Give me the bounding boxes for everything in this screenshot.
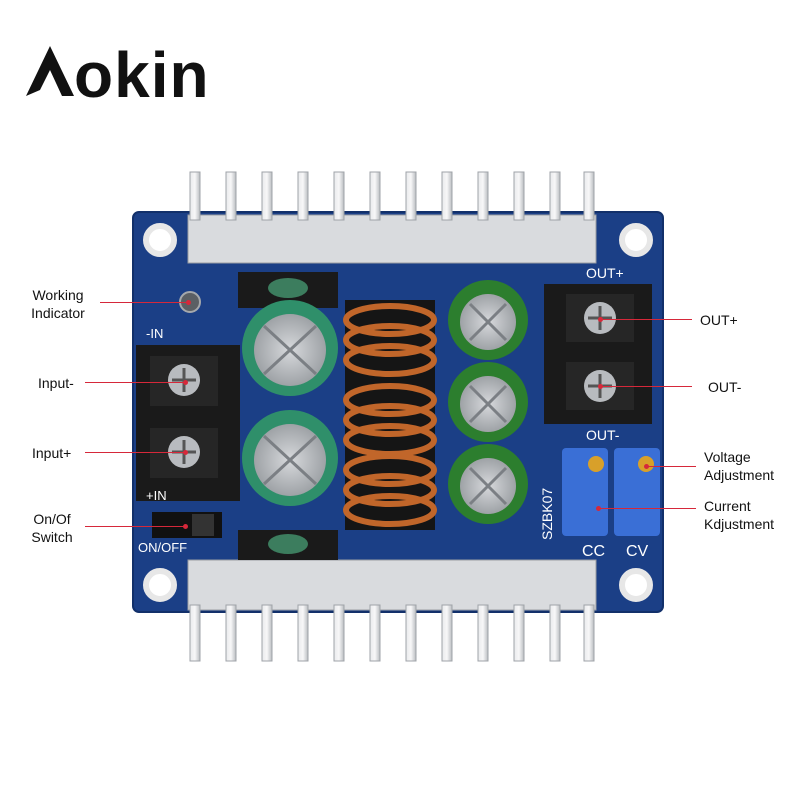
callout-line-input-plus — [85, 452, 185, 453]
callout-dot-voltage — [644, 464, 649, 469]
mount-holes — [143, 223, 653, 602]
label-out-minus: OUT- — [708, 379, 742, 395]
label-working-line1: Working — [32, 287, 84, 303]
heatsink-top — [187, 171, 597, 264]
callout-dot-input-minus — [183, 380, 188, 385]
silk-in-plus: +IN — [146, 488, 167, 503]
silk-out-plus: OUT+ — [586, 265, 624, 281]
output-terminal-block — [544, 284, 652, 424]
callout-dot-out-plus — [598, 317, 603, 322]
label-switch-line2: Switch — [31, 529, 73, 545]
heatsink-bottom — [187, 559, 597, 662]
callout-line-input-minus — [85, 382, 185, 383]
silk-out-minus: OUT- — [586, 427, 620, 443]
callout-line-out-minus — [600, 386, 692, 387]
label-current-adjustment: Current Kdjustment — [704, 497, 774, 533]
label-input-plus: Input+ — [32, 445, 72, 461]
label-voltage-adjustment: Voltage Adjustment — [704, 448, 774, 484]
label-current-line1: Current — [704, 498, 751, 514]
callout-line-out-plus — [600, 319, 692, 320]
label-voltage-line1: Voltage — [704, 449, 751, 465]
silk-model: SZBK07 — [539, 488, 555, 540]
callout-dot-switch — [183, 524, 188, 529]
logo-a-icon — [26, 46, 74, 96]
label-out-plus: OUT+ — [700, 312, 738, 328]
input-terminal-block — [136, 345, 240, 501]
inductor-coil — [343, 303, 437, 527]
brand-logo: okin — [22, 38, 210, 112]
input-capacitors — [242, 300, 338, 506]
label-working-line2: Indicator — [31, 305, 85, 321]
callout-line-current — [598, 508, 696, 509]
callout-dot-current — [596, 506, 601, 511]
trimpots — [562, 448, 660, 536]
callout-dot-input-plus — [183, 450, 188, 455]
logo-text: okin — [74, 39, 210, 111]
label-working-indicator: Working Indicator — [12, 286, 104, 322]
label-voltage-line2: Adjustment — [704, 467, 775, 483]
callout-dot-out-minus — [598, 384, 603, 389]
label-input-minus: Input- — [38, 375, 74, 391]
label-current-line2: Kdjustment — [704, 516, 775, 532]
callout-line-voltage — [646, 466, 696, 467]
silk-on-off: ON/OFF — [138, 540, 187, 555]
silk-cv: CV — [626, 543, 649, 560]
output-capacitors — [448, 280, 528, 524]
callout-line-indicator — [100, 302, 188, 303]
label-switch: On/Of Switch — [22, 510, 82, 546]
callout-line-switch — [85, 526, 185, 527]
silk-in-minus: -IN — [146, 326, 163, 341]
silk-cc: CC — [582, 543, 605, 560]
label-switch-line1: On/Of — [33, 511, 71, 527]
callout-dot-indicator — [186, 300, 191, 305]
